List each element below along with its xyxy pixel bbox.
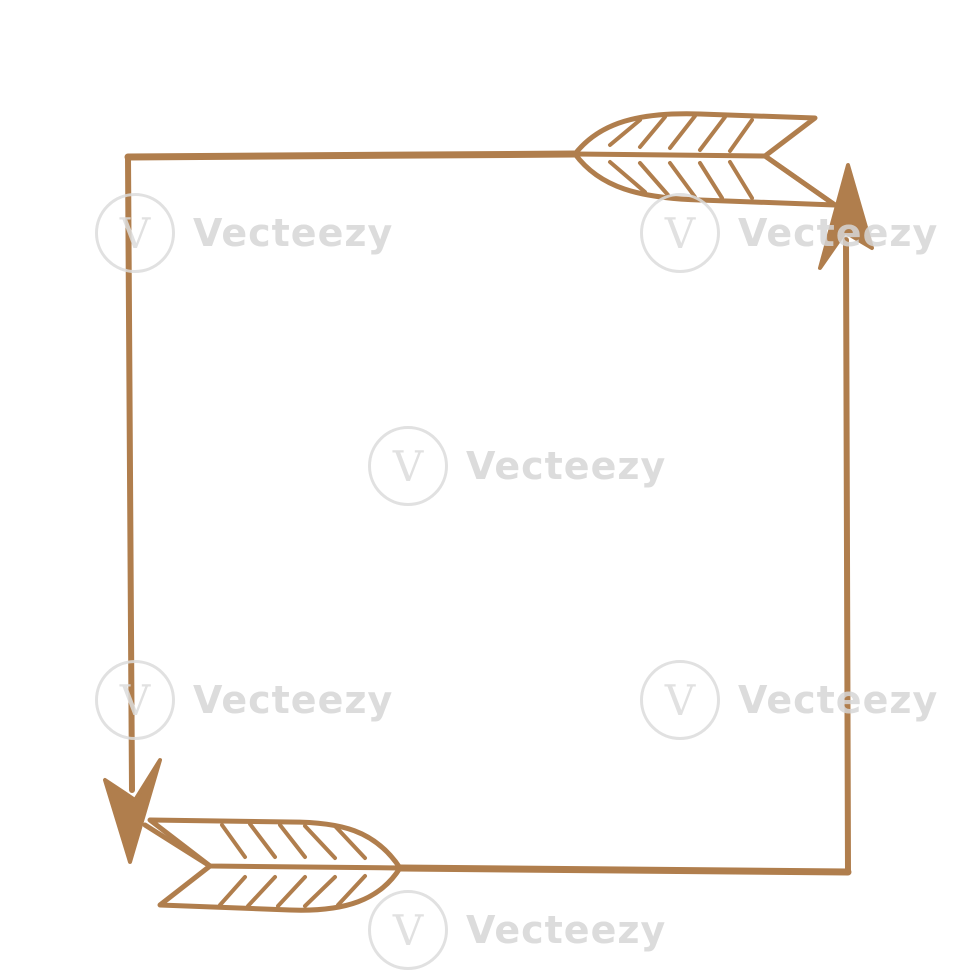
- square-frame: [124, 150, 852, 876]
- arrow-bottom-left-icon: [103, 758, 403, 913]
- arrow-top-right-icon: [572, 111, 874, 270]
